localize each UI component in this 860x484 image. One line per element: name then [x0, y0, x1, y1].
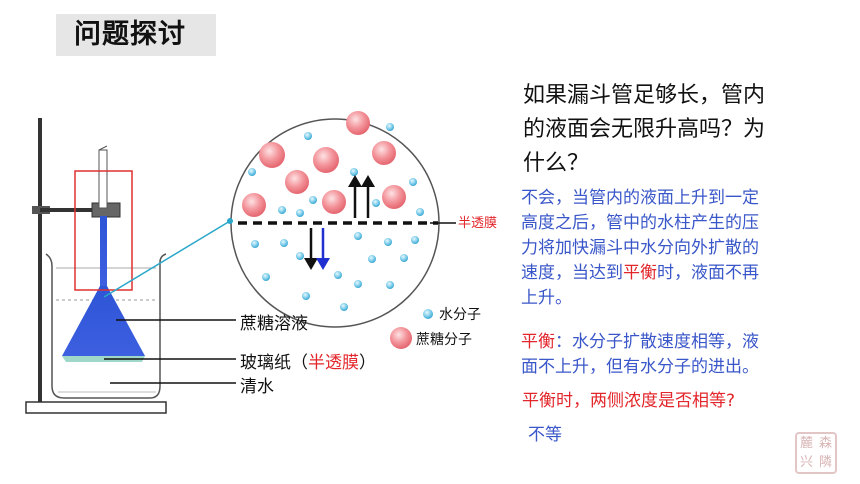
seal-char: 兴 [799, 455, 813, 470]
answer-line-2: 高度之后，管中的水柱产生的压 [521, 213, 759, 233]
question-line-2: 的液面会无限升高吗？为 [523, 117, 766, 142]
water-molecule [296, 252, 304, 260]
question-2: 平衡时，两侧浓度是否相等? [522, 391, 736, 411]
legend-sucrose-icon [390, 327, 412, 349]
water-molecule [309, 196, 317, 204]
downward-arrows [304, 228, 330, 270]
cellophane-label: 玻璃纸（半透膜） [240, 348, 376, 373]
water-molecule [386, 281, 394, 289]
cellophane-label-suffix: ） [359, 353, 376, 373]
sucrose-molecule [285, 170, 309, 194]
zoom-connector [103, 220, 231, 298]
water-molecule [386, 123, 394, 131]
cellophane-membrane [62, 356, 145, 362]
water-molecule [416, 208, 424, 216]
title-background [56, 14, 216, 56]
water-molecule [372, 199, 380, 207]
sucrose-molecule [382, 185, 406, 209]
answer-line-5: 上升。 [521, 288, 572, 308]
zoom-circle [227, 111, 440, 328]
answer-balance-highlight: 平衡 [623, 263, 657, 283]
water-molecule [411, 236, 419, 244]
water-molecule [368, 255, 376, 263]
legend-water-icon [423, 309, 433, 319]
sucrose-molecule [346, 111, 370, 135]
sucrose-molecule [372, 141, 396, 165]
sucrose-molecule [242, 193, 266, 217]
answer-line-4-start: 速度，当达到 [521, 263, 623, 283]
cellophane-label-highlight: 半透膜 [308, 353, 359, 373]
sucrose-molecule [259, 142, 285, 168]
seal-char: 麓 [799, 436, 813, 451]
zoom-anchor-dot [227, 218, 233, 224]
sucrose-molecule [322, 190, 346, 214]
seal-stamp: 森 麓 隣 兴 [795, 432, 837, 474]
cellophane-label-prefix: 玻璃纸（ [240, 353, 308, 373]
water-molecule [248, 168, 256, 176]
answer-line-3: 力将加快漏斗中水分向外扩散的 [521, 238, 759, 258]
water-molecule [302, 292, 310, 300]
sucrose-molecule [313, 147, 339, 173]
seal-char: 隣 [818, 455, 832, 470]
answer-2: 不等 [528, 425, 562, 445]
water-molecule [304, 132, 312, 140]
clear-water-label: 清水 [240, 377, 274, 397]
funnel-tube-top [98, 149, 108, 209]
water-molecule [340, 303, 348, 311]
water-molecule [296, 209, 304, 217]
stand-base [25, 401, 167, 414]
upward-arrows [348, 175, 375, 218]
balance-line-1: 平衡：水分子扩散速度相等，液 [521, 330, 759, 355]
legend-water-label: 水分子 [439, 307, 481, 323]
answer-line-4-end: 时，液面不再 [657, 263, 759, 283]
water-molecule [280, 239, 288, 247]
water-molecule [384, 238, 392, 246]
water-molecule [409, 178, 417, 186]
funnel-cone [62, 286, 145, 356]
question-line-3: 什么？ [523, 151, 590, 176]
water-molecule [251, 240, 259, 248]
balance-label: 平衡 [521, 332, 555, 352]
water-molecule [354, 232, 362, 240]
iron-stand [25, 118, 167, 414]
water-molecule [400, 254, 408, 262]
sucrose-solution-label: 蔗糖溶液 [240, 314, 308, 334]
balance-text-1: ：水分子扩散速度相等，液 [555, 332, 759, 352]
balance-line-2: 面不上升，但有水分子的进出。 [521, 357, 759, 377]
funnel-tube-solution [100, 216, 107, 286]
water-molecule [334, 271, 342, 279]
question-line-1: 如果漏斗管足够长，管内 [523, 83, 766, 108]
seal-char: 森 [818, 436, 832, 451]
membrane-label: 半透膜 [458, 216, 498, 231]
answer-line-1: 不会，当管内的液面上升到一定 [521, 188, 759, 208]
water-molecule [278, 206, 286, 214]
legend-sucrose-label: 蔗糖分子 [416, 332, 472, 348]
answer-line-4: 速度，当达到平衡时，液面不再 [521, 261, 759, 286]
water-molecule [350, 168, 358, 176]
page-title: 问题探讨 [74, 19, 186, 50]
water-molecule [354, 280, 362, 288]
water-molecule [262, 273, 270, 281]
zoom-box [74, 170, 133, 291]
funnel [62, 145, 145, 362]
